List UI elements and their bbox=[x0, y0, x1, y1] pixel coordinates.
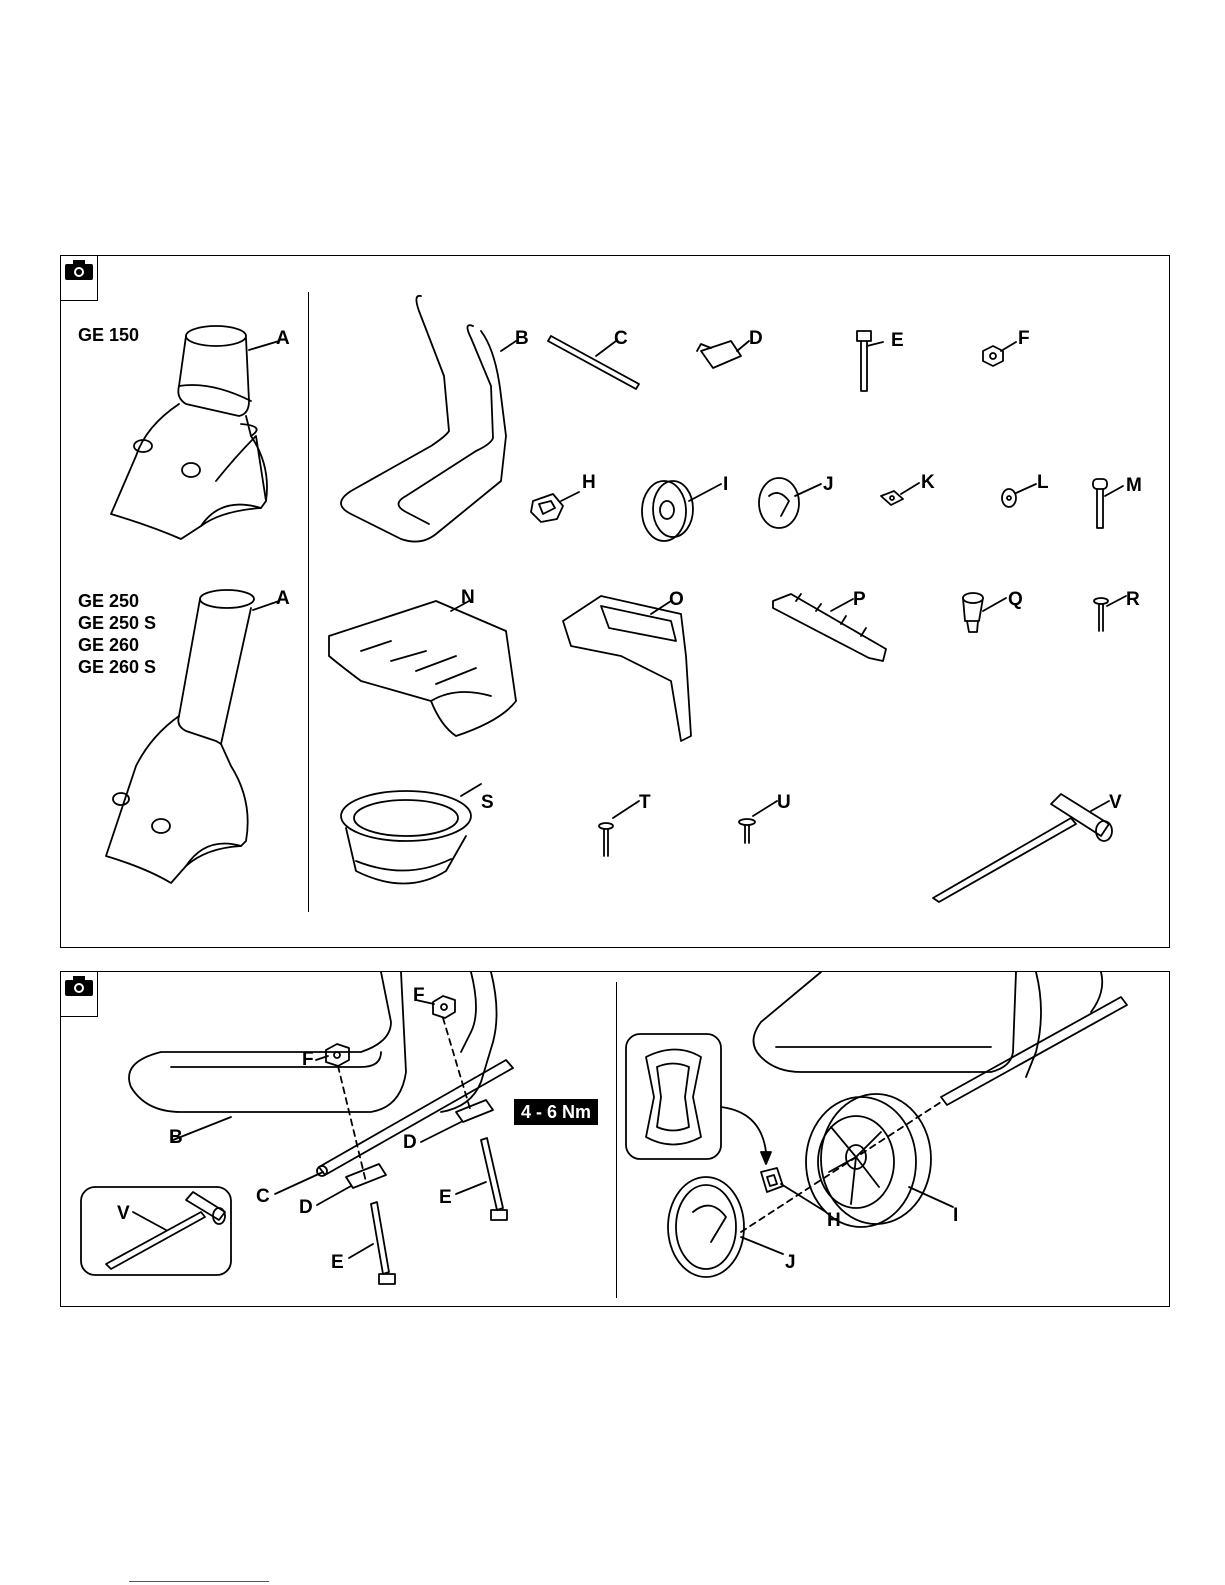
nut-lower-assembly bbox=[326, 1044, 349, 1066]
callout-p: P bbox=[853, 590, 866, 609]
square-nut-part bbox=[881, 483, 919, 505]
wrench-inset bbox=[81, 1187, 231, 1275]
wheel-assembly bbox=[806, 1094, 931, 1227]
callout-e-right: E bbox=[439, 1188, 452, 1207]
callout-f-upper: F bbox=[413, 986, 425, 1005]
callout-i: I bbox=[723, 475, 728, 494]
callout-a-short: A bbox=[276, 329, 290, 348]
screw-part bbox=[599, 801, 639, 856]
arrow-line bbox=[721, 1107, 766, 1152]
screw-short-part bbox=[739, 801, 777, 843]
frame-part bbox=[341, 296, 516, 542]
callout-s: S bbox=[481, 793, 494, 812]
arrow-head bbox=[761, 1152, 771, 1164]
callout-b: B bbox=[169, 1128, 183, 1147]
callout-d: D bbox=[749, 329, 763, 348]
callout-c: C bbox=[614, 329, 628, 348]
collar-part bbox=[341, 784, 481, 884]
knob-part bbox=[963, 593, 1006, 632]
bracket-part bbox=[697, 341, 749, 368]
bolt-left-assembly bbox=[371, 1202, 395, 1284]
callout-j: J bbox=[785, 1253, 796, 1272]
bracket-left-assembly bbox=[346, 1164, 386, 1188]
callout-i: I bbox=[953, 1206, 958, 1225]
callout-e-left: E bbox=[331, 1253, 344, 1272]
callout-r: R bbox=[1126, 590, 1140, 609]
hopper-tall-part bbox=[106, 590, 279, 883]
callout-h: H bbox=[827, 1211, 841, 1230]
assembly-panel: 4 - 6 Nm F F B C D D E E V H I J bbox=[60, 971, 1170, 1307]
axle-alignment-line bbox=[741, 1102, 941, 1232]
callout-j: J bbox=[823, 475, 834, 494]
carriage-bolt-part bbox=[1093, 479, 1123, 528]
wrench-part bbox=[933, 794, 1112, 902]
washer-part bbox=[1002, 484, 1036, 507]
torque-badge: 4 - 6 Nm bbox=[514, 1099, 598, 1125]
screw-long-part bbox=[1094, 596, 1126, 631]
axle-assembly bbox=[317, 1060, 513, 1176]
callout-v: V bbox=[117, 1204, 130, 1223]
bolt-right-assembly bbox=[481, 1138, 507, 1220]
discharge-chute-part bbox=[563, 596, 691, 741]
callout-a-tall: A bbox=[276, 589, 290, 608]
callout-t: T bbox=[639, 793, 651, 812]
footer-link-underline bbox=[129, 1581, 269, 1582]
callout-c: C bbox=[256, 1187, 270, 1206]
mounting-rail-part bbox=[773, 594, 886, 661]
hub-insert-inset bbox=[626, 1034, 721, 1159]
callout-k: K bbox=[921, 473, 935, 492]
wheel-frame-assembly bbox=[754, 972, 1128, 1105]
callout-n: N bbox=[461, 588, 475, 607]
bolt-long-part bbox=[857, 331, 883, 391]
parts-overview-panel: GE 150 GE 250 GE 250 S GE 260 GE 260 S bbox=[60, 255, 1170, 948]
bracket-right-assembly bbox=[456, 1100, 493, 1122]
wheel-insert-part bbox=[531, 492, 579, 522]
callout-d-left: D bbox=[299, 1198, 313, 1217]
frame-assembly bbox=[129, 972, 497, 1112]
callout-l: L bbox=[1037, 473, 1049, 492]
callout-h: H bbox=[582, 473, 596, 492]
nut-part bbox=[983, 342, 1016, 366]
callout-v: V bbox=[1109, 793, 1122, 812]
callout-o: O bbox=[669, 590, 684, 609]
callout-f: F bbox=[1018, 329, 1030, 348]
hopper-short-part bbox=[111, 326, 279, 539]
callout-b: B bbox=[515, 329, 529, 348]
nut-upper-assembly bbox=[433, 996, 455, 1018]
hubcap-assembly bbox=[668, 1177, 744, 1277]
callout-e: E bbox=[891, 331, 904, 350]
callout-q: Q bbox=[1008, 590, 1023, 609]
assembly-drawing bbox=[61, 972, 1171, 1308]
callout-m: M bbox=[1126, 476, 1142, 495]
parts-drawing bbox=[61, 256, 1171, 949]
wheel-part bbox=[642, 481, 721, 541]
deflector-part bbox=[329, 601, 516, 736]
callout-u: U bbox=[777, 793, 791, 812]
hubcap-part bbox=[759, 478, 821, 528]
callout-f-lower: F bbox=[302, 1050, 314, 1069]
callout-d-right: D bbox=[403, 1133, 417, 1152]
hub-insert-assembly bbox=[761, 1168, 783, 1192]
